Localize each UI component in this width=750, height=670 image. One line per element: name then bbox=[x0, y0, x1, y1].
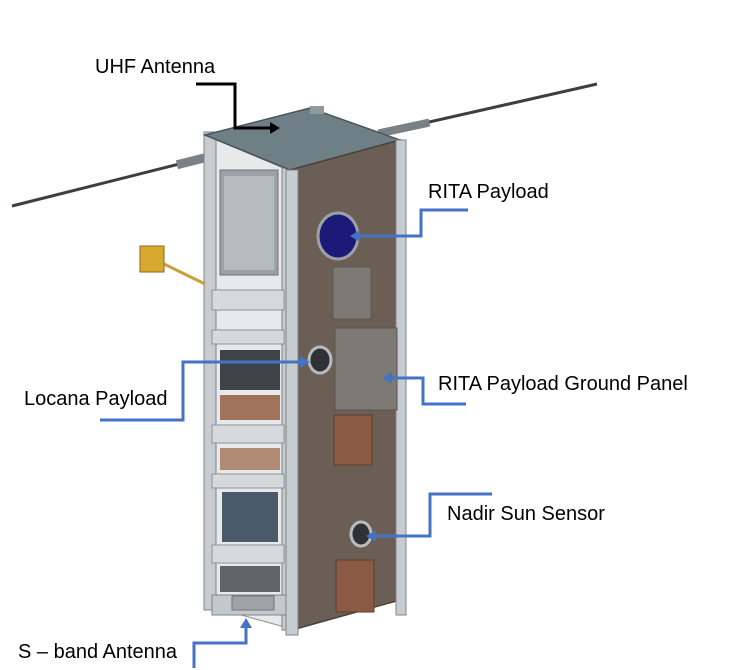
arrow-nadir-sun-sensor bbox=[366, 530, 376, 542]
label-nadir-sun-sensor: Nadir Sun Sensor bbox=[447, 503, 605, 525]
copper-pad-upper bbox=[333, 414, 373, 466]
leader-rita-payload bbox=[360, 208, 468, 238]
leader-locana-payload bbox=[100, 360, 300, 422]
yellow-sensor bbox=[139, 245, 206, 286]
rita-small-panel bbox=[332, 266, 372, 320]
arrow-s-band-antenna bbox=[240, 618, 252, 628]
locana-payload-aperture bbox=[307, 345, 333, 375]
arrow-rita-ground-panel bbox=[382, 372, 392, 384]
label-s-band-antenna: S – band Antenna bbox=[18, 641, 178, 663]
nadir-sun-sensor-aperture bbox=[349, 520, 373, 548]
leader-nadir-sun-sensor bbox=[376, 492, 492, 538]
arrow-locana-payload bbox=[300, 356, 310, 368]
label-rita-payload: RITA Payload bbox=[428, 181, 549, 203]
arrow-rita-payload bbox=[350, 230, 360, 242]
label-uhf-antenna: UHF Antenna bbox=[95, 56, 216, 78]
label-rita-ground-panel: RITA Payload Ground Panel bbox=[438, 373, 688, 395]
label-locana-payload: Locana Payload bbox=[24, 388, 168, 410]
rita-ground-panel-shape bbox=[334, 327, 398, 411]
leader-rita-ground-panel bbox=[392, 376, 466, 406]
top-connector bbox=[310, 106, 324, 114]
leader-s-band-antenna bbox=[192, 628, 248, 668]
copper-pad-lower bbox=[335, 559, 375, 613]
satellite-frame-left bbox=[203, 131, 297, 631]
s-band-antenna-shape bbox=[231, 595, 275, 611]
arrow-uhf-antenna bbox=[270, 122, 280, 134]
leader-uhf-antenna bbox=[196, 82, 270, 130]
